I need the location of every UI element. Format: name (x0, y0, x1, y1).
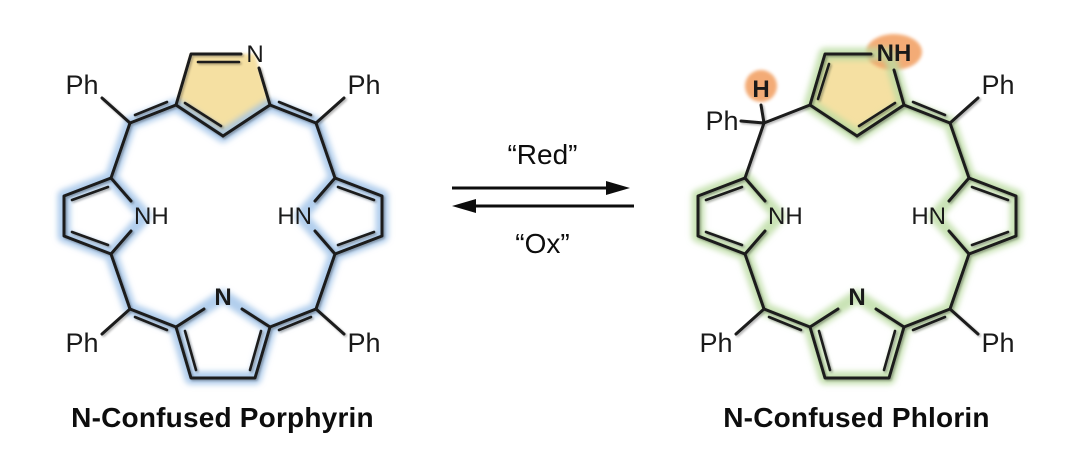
ph-label-sw: Ph (65, 328, 98, 358)
ph-label-se: Ph (981, 328, 1014, 358)
ph-label-ne: Ph (981, 70, 1014, 100)
ph-label-sw: Ph (699, 328, 732, 358)
macrocycle-glow (57, 98, 388, 385)
ph-label-se: Ph (347, 328, 380, 358)
porphyrin-title: N-Confused Porphyrin (71, 402, 374, 433)
bottom-n-label: N (848, 284, 865, 311)
bond-skeleton (696, 52, 1017, 380)
ph-label-nw: Ph (705, 106, 738, 136)
confused-nh-label: NH (876, 40, 911, 67)
confused-n-label: N (246, 41, 263, 68)
porphyrin-figure: N NH HN N Ph Ph Ph Ph N-Confused Porphyr… (0, 0, 445, 434)
phlorin-title: N-Confused Phlorin (723, 402, 990, 433)
bond-skeleton (62, 52, 383, 380)
sp3-h-highlight (744, 70, 777, 102)
right-hn-label: HN (277, 203, 312, 230)
sp3-h-label: H (752, 76, 769, 103)
ph-label-nw: Ph (65, 70, 98, 100)
forward-reaction-label: “Red” (507, 139, 578, 170)
reverse-reaction-label: “Ox” (515, 228, 570, 259)
porphyrin-structure: N NH HN N Ph Ph Ph Ph (57, 41, 388, 385)
reverse-arrow-head (451, 199, 476, 213)
equilibrium-arrows-svg (451, 181, 634, 213)
ph-label-ne: Ph (347, 70, 380, 100)
left-nh-label: NH (134, 203, 169, 230)
equilibrium-block: “Red” “Ox” (445, 0, 640, 261)
right-hn-label: HN (911, 203, 946, 230)
equilibrium-arrows (448, 174, 638, 225)
phlorin-structure: H NH NH HN N Ph Ph Ph Ph (691, 34, 1022, 385)
phlorin-figure: H NH NH HN N Ph Ph Ph Ph N-Confused Phlo… (640, 0, 1073, 434)
bottom-n-label: N (214, 284, 231, 311)
left-nh-label: NH (768, 203, 803, 230)
forward-arrow-head (605, 181, 630, 195)
